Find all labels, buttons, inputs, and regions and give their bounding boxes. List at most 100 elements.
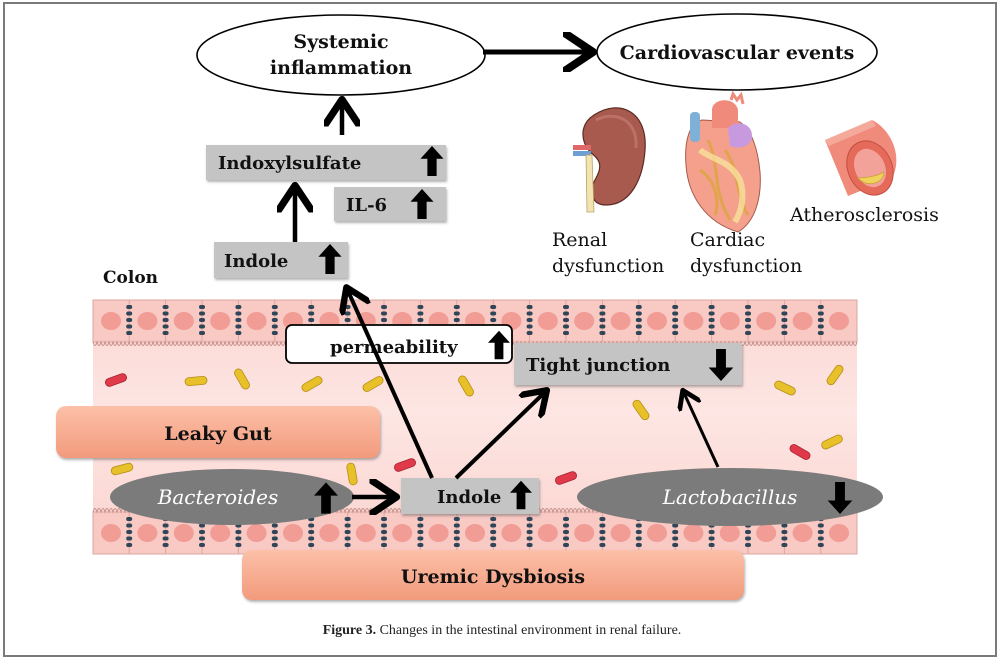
tight-junction-protein <box>599 517 606 521</box>
tight-junction-protein <box>672 324 679 329</box>
bacterium-yellow <box>234 368 250 390</box>
tight-junction-protein <box>453 543 460 547</box>
cell-nucleus <box>210 524 231 542</box>
tight-junction-protein <box>417 311 424 316</box>
tight-junction-protein <box>199 324 205 329</box>
tight-junction-protein <box>381 523 387 528</box>
tight-junction-protein <box>490 311 497 316</box>
renal-dysfunction-line2: dysfunction <box>552 255 664 277</box>
tight-junction-protein <box>126 331 133 335</box>
tight-junction-protein <box>235 530 242 534</box>
tight-junction-protein <box>271 536 278 541</box>
il6-box <box>334 187 446 221</box>
tight-junction-protein <box>563 318 569 322</box>
tight-junction-protein <box>490 530 497 534</box>
tight-junction-protein <box>526 543 533 547</box>
bacterium-yellow <box>110 462 134 476</box>
tight-junction-protein <box>745 331 751 335</box>
bacterium-yellow <box>346 462 358 486</box>
tight-junction-protein <box>817 523 824 528</box>
tight-junction-protein <box>563 543 569 547</box>
tight-junction-protein <box>417 517 424 521</box>
colon-label: Colon <box>103 268 158 288</box>
tight-junction-protein <box>599 536 606 541</box>
tight-junction-protein <box>672 543 679 547</box>
tight-junction-protein <box>817 331 824 335</box>
tight-junction-protein <box>344 530 351 534</box>
cell-nucleus <box>246 524 267 542</box>
tight-junction-protein <box>162 324 169 329</box>
tight-junction-protein <box>526 311 533 316</box>
tight-junction-protein <box>635 543 642 547</box>
indoxylsulfate-box <box>206 145 446 180</box>
bacterium-yellow <box>632 399 650 421</box>
tight-junction-protein <box>781 523 788 528</box>
tight-junction-protein <box>199 530 205 534</box>
tight-junction-protein <box>417 305 424 309</box>
tight-junction-protein <box>199 536 205 541</box>
tight-junction-protein <box>563 324 569 329</box>
tight-junction-protein <box>453 536 460 541</box>
bacterium-red <box>555 471 577 485</box>
tight-junction-protein <box>635 311 642 316</box>
bacterium-yellow <box>774 380 796 396</box>
tight-junction-protein <box>417 530 424 534</box>
tight-junction-protein <box>162 543 169 547</box>
tight-junction-protein <box>235 536 242 541</box>
cell-nucleus <box>792 312 813 330</box>
tight-junction-protein <box>381 305 387 309</box>
tight-junction-protein <box>126 536 133 541</box>
tight-junction-protein <box>344 536 351 541</box>
systemic-inflammation-line1: Systemic <box>293 31 388 53</box>
tight-junction-protein <box>745 305 751 309</box>
kidney-icon <box>573 107 646 213</box>
cell-nucleus <box>355 524 376 542</box>
cell-nucleus <box>537 524 558 542</box>
tight-junction-protein <box>308 305 315 309</box>
tight-junction-protein <box>708 318 715 322</box>
bacterium-yellow <box>826 364 844 386</box>
tight-junction-protein <box>453 530 460 534</box>
tight-junction-protein <box>526 517 533 521</box>
tight-junction-protein <box>745 311 751 316</box>
tight-junction-protein <box>126 324 133 329</box>
tight-junction-protein <box>599 318 606 322</box>
tight-junction-protein <box>672 311 679 316</box>
tight-junction-protein <box>344 318 351 322</box>
cell-nucleus <box>428 524 449 542</box>
heart-icon <box>685 90 761 233</box>
figure-caption: Figure 3. Changes in the intestinal envi… <box>0 623 1004 639</box>
cell-nucleus <box>683 524 704 542</box>
tight-junction-protein <box>563 331 569 335</box>
tight-junction-protein <box>453 318 460 322</box>
tight-junction-protein <box>344 517 351 521</box>
tight-junction-protein <box>126 530 133 534</box>
tight-junction-protein <box>162 331 169 335</box>
tight-junction-protein <box>563 523 569 528</box>
bacterium-yellow <box>362 376 384 392</box>
cell-nucleus <box>574 524 595 542</box>
cell-nucleus <box>101 312 121 330</box>
bacteria-group <box>105 364 844 486</box>
tight-junction-protein <box>344 311 351 316</box>
tight-junction-protein <box>126 318 133 322</box>
tight-junction-protein <box>526 318 533 322</box>
tight-junction-protein <box>635 331 642 335</box>
cell-nucleus <box>173 524 194 542</box>
tight-junction-protein <box>635 536 642 541</box>
tight-junction-protein <box>199 305 205 309</box>
tight-junction-protein <box>745 530 751 534</box>
cell-nucleus <box>137 312 158 330</box>
tight-junction-protein <box>417 523 424 528</box>
tight-junction-protein <box>635 530 642 534</box>
artery-icon <box>825 120 897 196</box>
cell-nucleus <box>283 524 303 542</box>
tight-junction-protein <box>417 318 424 322</box>
tight-junction-protein <box>162 311 169 316</box>
tight-junction-protein <box>126 311 133 316</box>
tight-junction-protein <box>672 305 679 309</box>
figure-caption-label: Figure 3. <box>322 623 377 638</box>
tight-junction-protein <box>308 543 315 547</box>
tight-junction-protein <box>235 318 242 322</box>
